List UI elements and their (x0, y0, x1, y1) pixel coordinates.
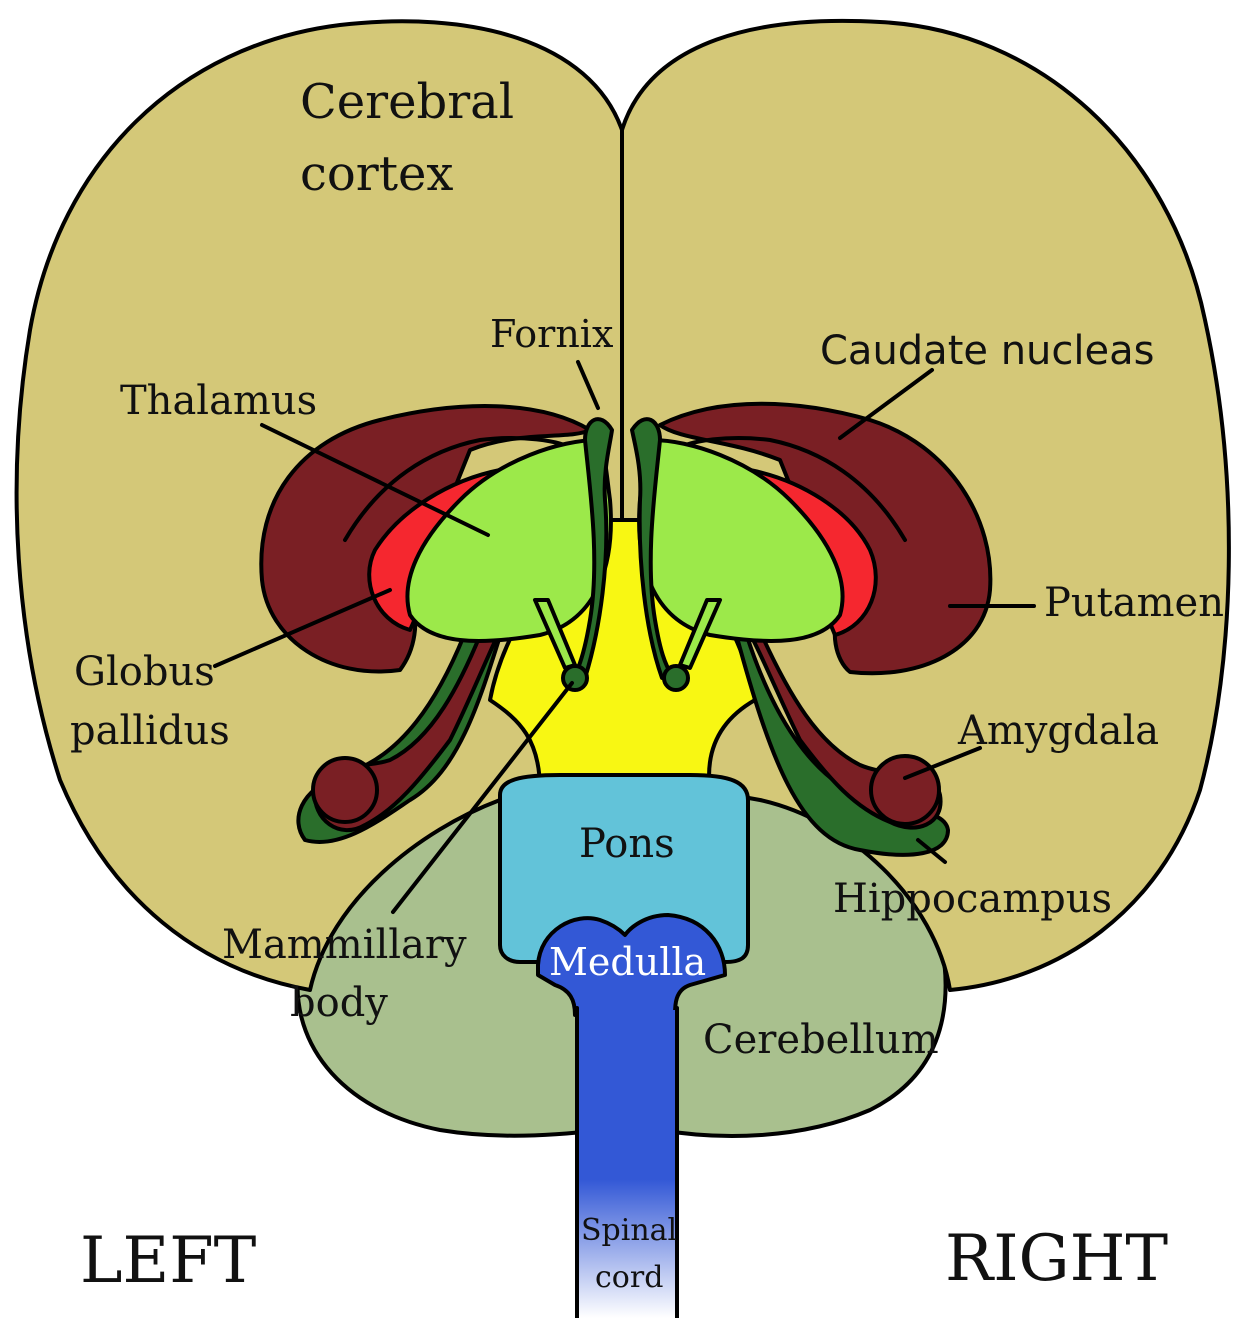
label-right: RIGHT (945, 1222, 1168, 1296)
mammillary-body-left (563, 666, 587, 690)
label-cerebral-cortex-1: Cerebral (300, 74, 514, 130)
label-spinal-cord-1: Spinal (581, 1213, 677, 1248)
label-cerebellum: Cerebellum (703, 1017, 939, 1063)
label-putamen: Putamen (1044, 580, 1224, 626)
label-medulla: Medulla (549, 940, 706, 984)
label-mammillary-body-1: Mammillary (222, 922, 467, 968)
label-globus-pallidus-2: pallidus (70, 708, 230, 754)
label-hippocampus: Hippocampus (833, 876, 1112, 922)
label-caudate-nucleus: Caudate nucleas (820, 328, 1154, 374)
label-globus-pallidus-1: Globus (74, 649, 215, 695)
label-amygdala: Amygdala (957, 708, 1159, 754)
label-pons: Pons (579, 821, 675, 867)
mammillary-body-right (664, 666, 688, 690)
label-left: LEFT (80, 1224, 257, 1298)
amygdala-right-shape (871, 756, 939, 824)
label-fornix: Fornix (490, 312, 613, 356)
label-mammillary-body-2: body (290, 980, 388, 1026)
label-thalamus: Thalamus (120, 378, 317, 424)
amygdala-left-shape (313, 758, 377, 822)
label-spinal-cord-2: cord (595, 1260, 663, 1295)
label-cerebral-cortex-2: cortex (300, 146, 454, 202)
